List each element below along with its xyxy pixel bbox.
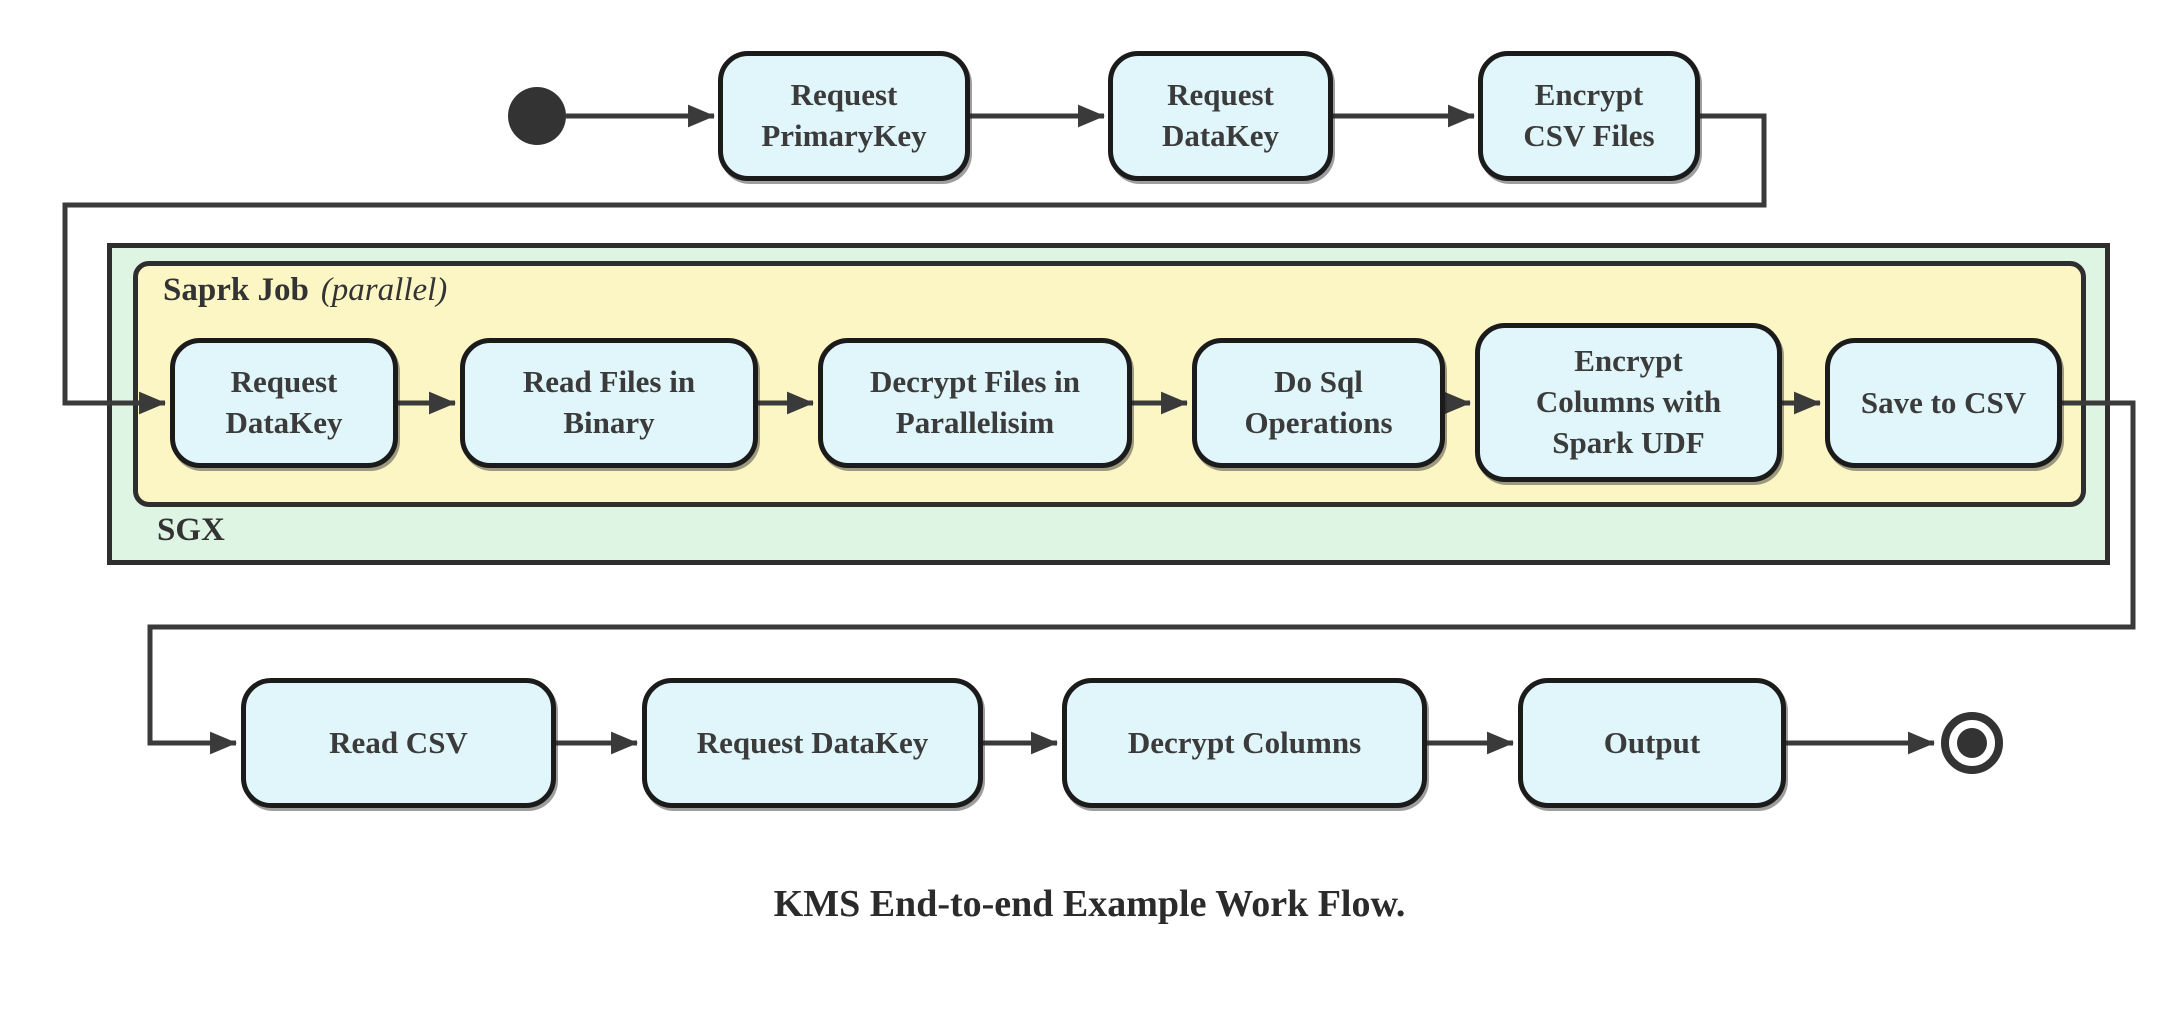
spark-job-group-name: Saprk Job [163,272,309,308]
node-request-datakey-bottom: Request DataKey [642,678,983,808]
node-output: Output [1518,678,1786,808]
node-request-datakey-top: Request DataKey [1108,51,1333,181]
node-decrypt-files-in-parallelisim: Decrypt Files in Parallelisim [818,338,1132,468]
diagram-caption: KMS End-to-end Example Work Flow. [773,883,1406,925]
edge-encrypt-csv-to-sgx-request-datakey [62,113,1767,415]
node-encrypt-csv-files: Encrypt CSV Files [1478,51,1700,181]
start-node [508,87,566,145]
sgx-group-label: SGX [157,512,225,548]
spark-job-group-label: Saprk Job (parallel) [163,272,447,309]
node-read-csv: Read CSV [241,678,556,808]
node-encrypt-columns-with-spark-udf: Encrypt Columns with Spark UDF [1475,323,1782,482]
spark-job-parallel-qualifier: (parallel) [320,272,448,308]
node-do-sql-operations: Do Sql Operations [1192,338,1445,468]
node-request-primarykey: Request PrimaryKey [718,51,970,181]
node-request-datakey-spark: Request DataKey [170,338,398,468]
node-save-to-csv: Save to CSV [1825,338,2062,468]
node-decrypt-columns: Decrypt Columns [1062,678,1427,808]
end-node-core [1957,728,1987,758]
edge-save-csv-to-read-csv [147,400,2136,755]
node-read-files-in-binary: Read Files in Binary [460,338,758,468]
